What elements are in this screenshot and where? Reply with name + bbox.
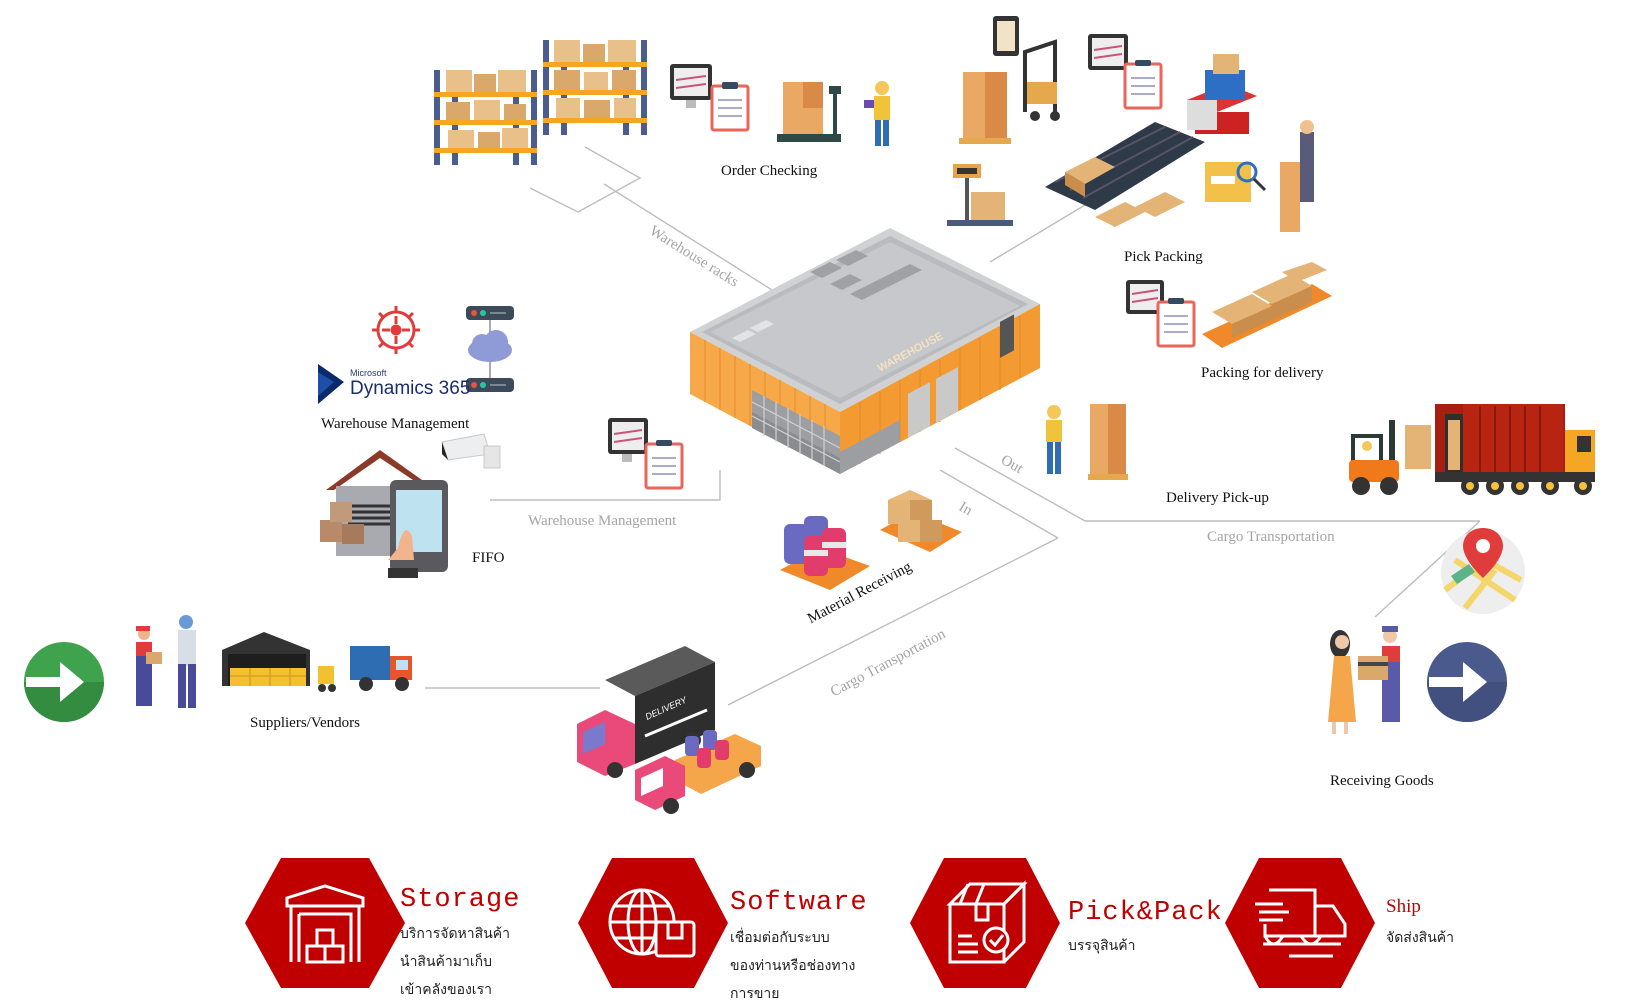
service-storage[interactable] [245, 858, 405, 988]
scale-boxes-icon [777, 82, 841, 142]
desc-line: จัดส่งสินค้า [1386, 930, 1455, 946]
label-warehouse-management-line: Warehouse Management [528, 513, 677, 529]
service-title-software: Software [730, 888, 868, 918]
material-receiving-illustration [780, 490, 962, 590]
fifo-warehouse-tablet-illustration [320, 450, 448, 578]
service-pick-pack[interactable] [910, 858, 1060, 988]
connector-pick-packing [989, 204, 1086, 263]
label-pick-packing: Pick Packing [1124, 249, 1203, 265]
monitor-clipboard-icon [670, 64, 750, 132]
package-check-icon [946, 880, 1028, 964]
service-ship[interactable] [1225, 858, 1375, 988]
label-order-checking: Order Checking [721, 163, 818, 179]
map-location-pin-icon [1441, 528, 1525, 614]
warehouse-icon [285, 884, 365, 964]
desc-line: บรรจุสินค้า [1068, 938, 1136, 954]
label-receiving-goods: Receiving Goods [1330, 773, 1434, 789]
delivery-trucks-illustration: DELIVERY [577, 646, 761, 814]
desc-line: ของท่านหรือช่องทาง [730, 958, 856, 974]
desc-line: เชื่อมต่อกับระบบ [730, 930, 830, 946]
label-packing-for-delivery: Packing for delivery [1201, 365, 1324, 381]
desc-line: เข้าคลังของเรา [400, 982, 492, 998]
service-title-ship: Ship [1386, 896, 1421, 917]
logo-product: Dynamics 365 [350, 378, 471, 399]
end-arrow-icon[interactable] [1425, 640, 1509, 724]
worker-checking-icon [864, 81, 890, 146]
service-software[interactable] [578, 858, 728, 988]
start-arrow-icon[interactable] [22, 640, 106, 724]
desc-line: บริการจัดหาสินค้า [400, 926, 510, 942]
service-desc-ship: จัดส่งสินค้า [1386, 924, 1454, 952]
connector-racks [529, 146, 642, 213]
delivery-truck-icon [1255, 888, 1347, 958]
service-desc-storage: บริการจัดหาสินค้า นำสินค้ามาเก็บ เข้าคลั… [400, 920, 510, 1004]
security-camera-icon [441, 433, 501, 469]
packing-for-delivery-illustration [1126, 262, 1332, 348]
receiving-goods-handover-icon [1328, 626, 1400, 734]
pick-packing-illustration [959, 16, 1314, 232]
forklift-container-truck-illustration [1349, 404, 1595, 495]
connector-wm [490, 470, 721, 501]
weighing-scale-icon [947, 164, 1013, 226]
logo-vendor: Microsoft [350, 368, 387, 378]
connector-in [939, 469, 1059, 539]
cloud-server-icon [466, 306, 514, 392]
dynamics-365-logo: Microsoft Dynamics 365 [316, 362, 470, 406]
supplier-handover-icon [136, 615, 196, 708]
desc-line: การขาย [730, 986, 780, 1002]
label-delivery-pickup: Delivery Pick-up [1166, 490, 1269, 506]
warehouse-building: WAREHOUSE [690, 228, 1040, 474]
connector-warehouse-racks [603, 183, 781, 296]
globe-box-icon [608, 888, 696, 958]
warehouse-racks-illustration [434, 40, 647, 165]
hexagon-badge [1225, 858, 1375, 988]
label-warehouse-management: Warehouse Management [321, 416, 470, 432]
service-title-pick-pack: Pick&Pack [1068, 898, 1223, 928]
supplier-warehouse-truck-icon [222, 632, 412, 692]
service-title-storage: Storage [400, 885, 521, 915]
connector-cargo-left [727, 537, 1059, 706]
connector-out [954, 447, 1086, 522]
label-cargo-transportation-right: Cargo Transportation [1207, 529, 1335, 545]
desc-line: นำสินค้ามาเก็บ [400, 954, 493, 970]
gear-settings-icon [372, 306, 420, 354]
service-desc-pick-pack: บรรจุสินค้า [1068, 932, 1135, 960]
label-fifo: FIFO [472, 550, 505, 566]
label-suppliers-vendors: Suppliers/Vendors [250, 715, 360, 731]
dynamics-logo-icon [318, 364, 344, 404]
hexagon-badge [245, 858, 405, 988]
monitor-clipboard-icon-wm [608, 418, 684, 490]
worker-boxes-icon [1046, 404, 1128, 480]
service-desc-software: เชื่อมต่อกับระบบ ของท่านหรือช่องทาง การข… [730, 924, 855, 1008]
